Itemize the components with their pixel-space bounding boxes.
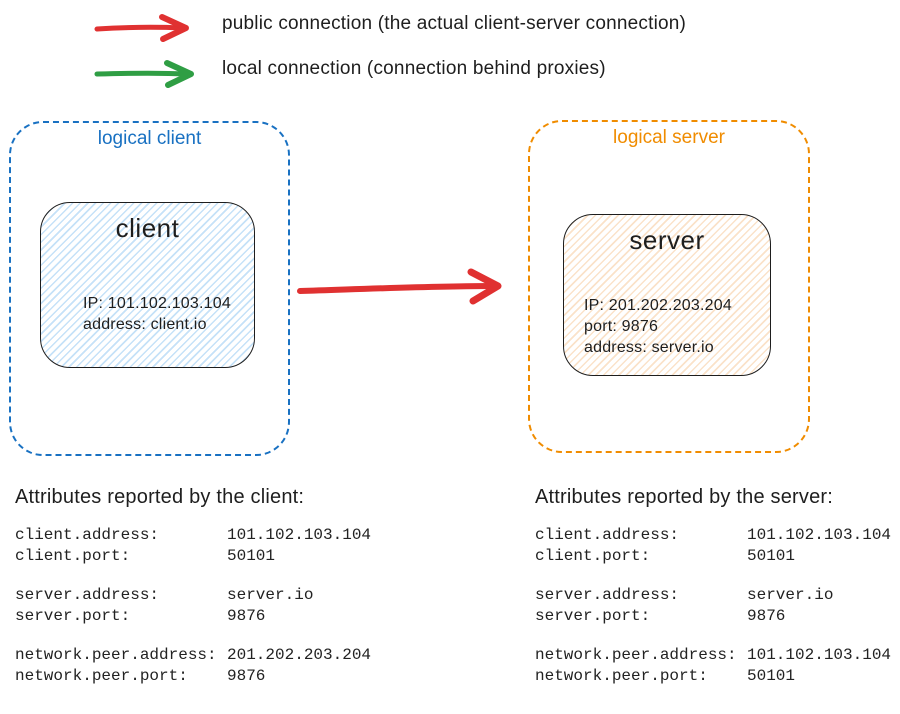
table-row: server.port: 9876 (15, 606, 415, 627)
attribute-key: server.port: (535, 607, 651, 625)
table-row: server.port: 9876 (535, 606, 900, 627)
attribute-key: network.peer.port: (15, 667, 188, 685)
logical-client-group: logical client (9, 121, 290, 456)
attribute-key: server.address: (535, 586, 680, 604)
client-node-title: client (115, 213, 180, 243)
attribute-value: 101.102.103.104 (747, 526, 892, 544)
attribute-key: network.peer.address: (535, 646, 737, 664)
attribute-key: server.address: (15, 586, 160, 604)
attribute-value: 9876 (227, 667, 266, 685)
logical-server-label: logical server (613, 127, 725, 148)
attribute-key: network.peer.port: (535, 667, 708, 685)
attribute-value: 9876 (227, 607, 266, 625)
local-connection-arrow-icon (94, 60, 194, 88)
attribute-value: 50101 (747, 547, 796, 565)
client-attributes-table: Attributes reported by the client: clien… (15, 486, 415, 705)
attribute-value: 101.102.103.104 (227, 526, 372, 544)
attribute-value: 50101 (747, 667, 796, 685)
client-server-connection-arrow-icon (297, 268, 502, 305)
table-row: client.port: 50101 (15, 546, 415, 567)
attribute-group: client.address: 101.102.103.104 client.p… (15, 525, 415, 567)
attribute-group: server.address: server.io server.port: 9… (15, 585, 415, 627)
table-row: network.peer.address: 201.202.203.204 (15, 645, 415, 666)
client-attributes-rows: client.address: 101.102.103.104 client.p… (15, 525, 415, 687)
public-connection-label: public connection (the actual client-ser… (222, 13, 687, 34)
table-row: network.peer.port: 9876 (15, 666, 415, 687)
attribute-value: 101.102.103.104 (747, 646, 892, 664)
client-node-details: IP: 101.102.103.104 address: client.io (83, 293, 231, 335)
server-port-line: port: 9876 (584, 318, 659, 335)
table-row: server.address: server.io (15, 585, 415, 606)
logical-client-label: logical client (97, 128, 202, 149)
server-node-title: server (629, 225, 705, 255)
attribute-key: client.port: (535, 547, 651, 565)
server-node: server IP: 201.202.203.204 port: 9876 ad… (563, 214, 771, 376)
attribute-key: client.address: (15, 526, 160, 544)
table-row: network.peer.port: 50101 (535, 666, 900, 687)
attribute-key: client.port: (15, 547, 131, 565)
table-row: server.address: server.io (535, 585, 900, 606)
attribute-value: server.io (227, 586, 314, 604)
attribute-key: network.peer.address: (15, 646, 217, 664)
attribute-group: client.address: 101.102.103.104 client.p… (535, 525, 900, 567)
attribute-key: server.port: (15, 607, 131, 625)
server-attributes-rows: client.address: 101.102.103.104 client.p… (535, 525, 900, 687)
local-connection-label: local connection (connection behind prox… (222, 58, 606, 79)
server-attributes-table: Attributes reported by the server: clien… (535, 486, 900, 705)
client-node: client IP: 101.102.103.104 address: clie… (40, 202, 255, 368)
attribute-value: server.io (747, 586, 834, 604)
server-attributes-heading: Attributes reported by the server: (535, 486, 834, 508)
server-ip-line: IP: 201.202.203.204 (584, 297, 732, 314)
attribute-group: server.address: server.io server.port: 9… (535, 585, 900, 627)
table-row: client.address: 101.102.103.104 (535, 525, 900, 546)
attribute-value: 9876 (747, 607, 786, 625)
client-address-line: address: client.io (83, 316, 207, 333)
table-row: client.port: 50101 (535, 546, 900, 567)
public-connection-arrow-icon (94, 14, 189, 42)
attribute-value: 201.202.203.204 (227, 646, 372, 664)
attribute-group: network.peer.address: 201.202.203.204 ne… (15, 645, 415, 687)
logical-server-group: logical server (528, 120, 810, 453)
client-ip-line: IP: 101.102.103.104 (83, 295, 231, 312)
server-node-details: IP: 201.202.203.204 port: 9876 address: … (584, 295, 732, 358)
table-row: network.peer.address: 101.102.103.104 (535, 645, 900, 666)
attribute-value: 50101 (227, 547, 276, 565)
table-row: client.address: 101.102.103.104 (15, 525, 415, 546)
server-address-line: address: server.io (584, 339, 714, 356)
attribute-group: network.peer.address: 101.102.103.104 ne… (535, 645, 900, 687)
attribute-key: client.address: (535, 526, 680, 544)
client-attributes-heading: Attributes reported by the client: (15, 486, 305, 508)
